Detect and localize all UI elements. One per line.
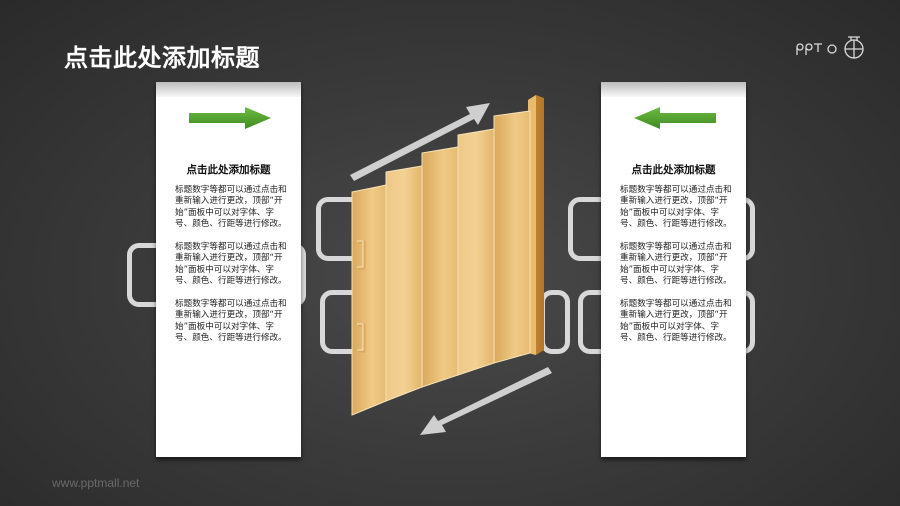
arrow-right-icon xyxy=(189,107,271,129)
panel-paragraph[interactable]: 标题数字等都可以通过点击和重新输入进行更改，顶部“开始”面板中可以对字体、字号、… xyxy=(175,242,287,287)
folding-door-graphic xyxy=(350,95,552,435)
left-text-panel: 点击此处添加标题 标题数字等都可以通过点击和重新输入进行更改，顶部“开始”面板中… xyxy=(156,82,301,457)
slide-title[interactable]: 点击此处添加标题 xyxy=(64,44,260,72)
arrow-up-right-icon xyxy=(350,103,490,181)
door-handle-icon xyxy=(358,240,366,353)
panel-heading[interactable]: 点击此处添加标题 xyxy=(186,164,271,176)
footer-watermark: www.pptmall.net xyxy=(52,476,140,490)
pptmall-logo-icon xyxy=(796,36,864,59)
panel-body: 标题数字等都可以通过点击和重新输入进行更改，顶部“开始”面板中可以对字体、字号、… xyxy=(175,185,287,356)
panel-paragraph[interactable]: 标题数字等都可以通过点击和重新输入进行更改，顶部“开始”面板中可以对字体、字号、… xyxy=(620,242,732,287)
panel-paragraph[interactable]: 标题数字等都可以通过点击和重新输入进行更改，顶部“开始”面板中可以对字体、字号、… xyxy=(175,185,287,230)
panel-header-bar xyxy=(156,82,301,97)
right-text-panel: 点击此处添加标题 标题数字等都可以通过点击和重新输入进行更改，顶部“开始”面板中… xyxy=(601,82,746,457)
panel-paragraph[interactable]: 标题数字等都可以通过点击和重新输入进行更改，顶部“开始”面板中可以对字体、字号、… xyxy=(175,299,287,344)
panel-paragraph[interactable]: 标题数字等都可以通过点击和重新输入进行更改，顶部“开始”面板中可以对字体、字号、… xyxy=(620,299,732,344)
arrow-left-icon xyxy=(634,107,716,129)
panel-paragraph[interactable]: 标题数字等都可以通过点击和重新输入进行更改，顶部“开始”面板中可以对字体、字号、… xyxy=(620,185,732,230)
arrow-down-left-icon xyxy=(420,367,552,435)
panel-header-bar xyxy=(601,82,746,97)
panel-body: 标题数字等都可以通过点击和重新输入进行更改，顶部“开始”面板中可以对字体、字号、… xyxy=(620,185,732,356)
panel-heading[interactable]: 点击此处添加标题 xyxy=(631,164,716,176)
